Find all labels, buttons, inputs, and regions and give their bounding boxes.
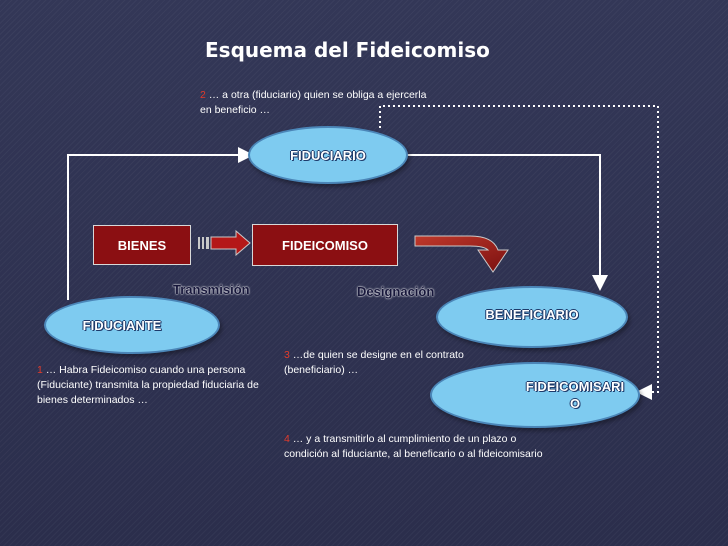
dotted-line-fiduciario-to-fideicomisario bbox=[379, 105, 659, 400]
note-2: 2 … a otra (fiduciario) quien se obliga … bbox=[200, 88, 430, 118]
note-1-text: … Habra Fideicomiso cuando una persona (… bbox=[37, 364, 259, 406]
note-4-number: 4 bbox=[284, 433, 290, 445]
designation-arrow bbox=[414, 235, 509, 273]
fiduciario-label: FIDUCIARIO bbox=[290, 147, 366, 163]
fiduciante-node: FIDUCIANTE bbox=[44, 296, 220, 354]
fideicomisario-node: FIDEICOMISARI O bbox=[430, 362, 640, 428]
line-fiduciario-to-beneficiario bbox=[405, 154, 608, 291]
note-3-number: 3 bbox=[284, 349, 290, 361]
note-4-text: … y a transmitirlo al cumplimiento de un… bbox=[284, 433, 543, 460]
bienes-box: BIENES bbox=[93, 225, 191, 265]
fideicomisario-label-line1: FIDEICOMISARI bbox=[525, 379, 625, 394]
line-fiduciante-to-fiduciario bbox=[67, 147, 254, 300]
transmision-label: Transmisión bbox=[173, 282, 250, 297]
designacion-label: Designación bbox=[357, 284, 435, 299]
fideicomiso-label: FIDEICOMISO bbox=[282, 237, 368, 253]
bienes-label: BIENES bbox=[117, 237, 167, 253]
note-1: 1 … Habra Fideicomiso cuando una persona… bbox=[37, 363, 282, 408]
fiduciante-label: FIDUCIANTE bbox=[82, 317, 162, 333]
fideicomisario-label-line2: O bbox=[569, 396, 581, 411]
note-1-number: 1 bbox=[37, 364, 43, 376]
note-2-number: 2 bbox=[200, 89, 206, 101]
fiduciario-node: FIDUCIARIO bbox=[248, 126, 408, 184]
beneficiario-label: BENEFICIARIO bbox=[485, 306, 579, 322]
transmission-arrow bbox=[198, 229, 251, 257]
note-3-text: …de quien se designe en el contrato (ben… bbox=[284, 349, 464, 376]
note-4: 4 … y a transmitirlo al cumplimiento de … bbox=[284, 432, 559, 462]
beneficiario-node: BENEFICIARIO bbox=[436, 286, 628, 348]
fideicomiso-box: FIDEICOMISO bbox=[252, 224, 398, 266]
note-2-text: … a otra (fiduciario) quien se obliga a … bbox=[200, 89, 427, 116]
page-title: Esquema del Fideicomiso bbox=[205, 38, 490, 62]
note-3: 3 …de quien se designe en el contrato (b… bbox=[284, 348, 494, 378]
